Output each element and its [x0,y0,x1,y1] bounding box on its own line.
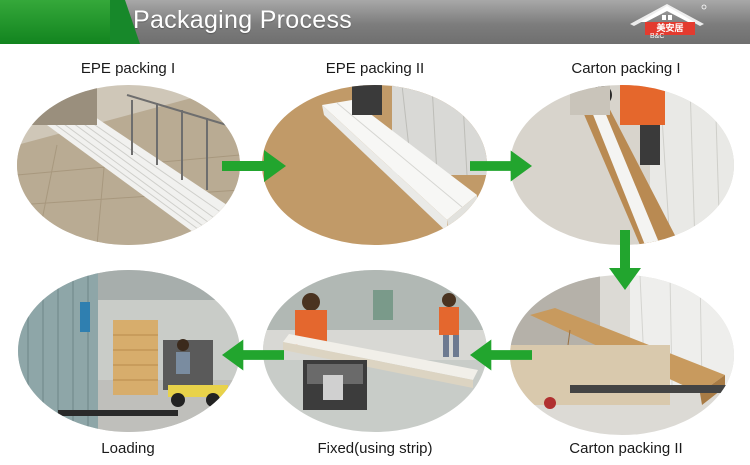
epe-foam-wrapped-photo [262,85,487,245]
logo-subtitle: B&C [650,33,665,40]
step-label-carton-packing-2: Carton packing II [569,440,683,457]
forklift-loading-photo [18,270,240,432]
page-title: Packaging Process [133,6,353,34]
left-arrow-icon [470,339,532,371]
step-label-epe-packing-2: EPE packing II [325,60,425,77]
down-arrow-icon [609,230,641,290]
logo-wordmark: 美安居 [645,22,695,35]
step-label-fixed-strip: Fixed(using strip) [317,440,433,457]
header-green-slant [110,0,140,44]
step-label-carton-packing-1: Carton packing I [571,60,681,77]
header-green-block [0,0,125,44]
cartons-stacked-photo [510,275,734,435]
pvc-panels-stacked-photo [17,85,240,245]
house-logo-icon [630,4,707,26]
right-arrow-icon [222,150,286,182]
header-banner: Packaging Process 美安居 B&C [0,0,750,44]
step-label-loading: Loading [101,440,155,457]
strapping-machine-photo [263,270,487,432]
left-arrow-icon [222,339,284,371]
carton-box-photo [510,85,734,245]
step-label-epe-packing-1: EPE packing I [80,60,176,77]
right-arrow-icon [470,150,532,182]
